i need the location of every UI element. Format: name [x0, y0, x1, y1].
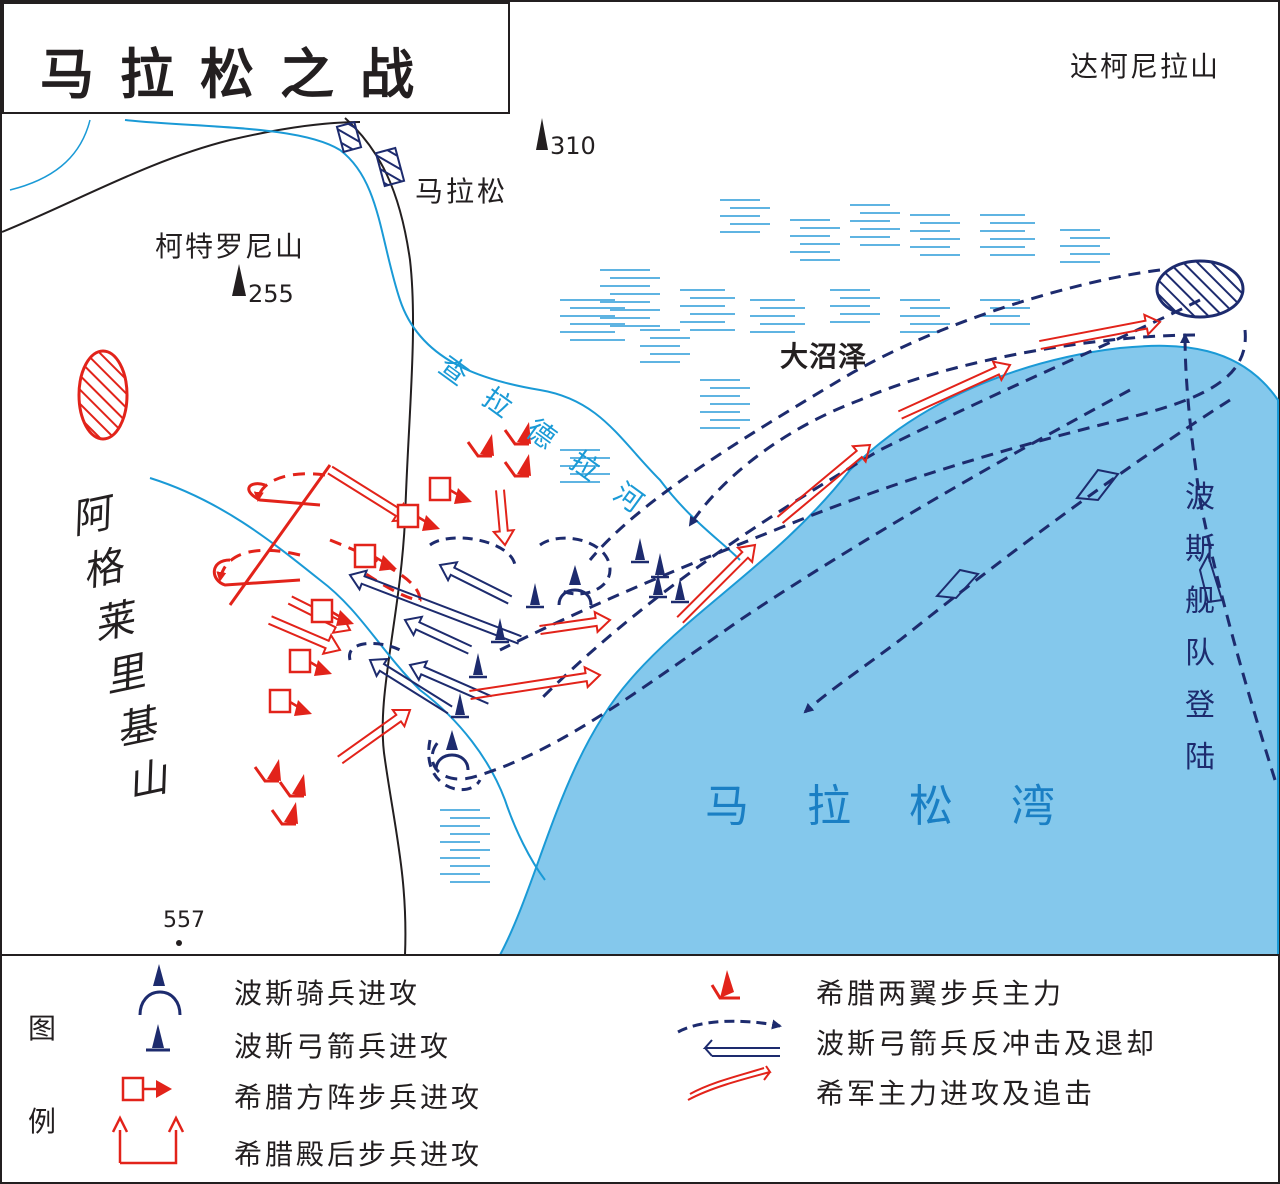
persian-ship-1	[1075, 468, 1120, 502]
persian-archer-unit	[631, 538, 649, 564]
legend-greek-wings: 希腊两翼步兵主力	[816, 977, 1065, 1010]
label-fleet-landing: 波斯舰队登陆	[1185, 480, 1215, 775]
peak-310-icon	[536, 118, 548, 150]
persian-ship-3	[1198, 552, 1224, 604]
persian-cavalry-unit	[557, 565, 593, 606]
greek-advance-arrow	[1039, 313, 1162, 350]
persian-retreat-arrow	[438, 561, 513, 605]
marsh-lines	[440, 199, 1110, 883]
greek-wing-unit	[270, 802, 298, 826]
label-great-marsh: 大沼泽	[780, 340, 868, 373]
marathon-hatch-1	[335, 120, 363, 154]
persian-ship-2	[934, 568, 980, 600]
greek-phalanx-unit	[428, 476, 472, 504]
greek-wing-unit	[466, 434, 494, 458]
label-kotroni: 柯特罗尼山	[155, 230, 306, 263]
legend-greek-main-attack: 希军主力进攻及追击	[816, 1077, 1096, 1110]
label-bay: 马拉松湾	[705, 781, 1113, 832]
greek-advance-arrow	[676, 543, 757, 624]
greek-phalanx-unit	[396, 503, 440, 531]
greek-phalanx-units	[268, 476, 472, 716]
persian-archer-unit	[491, 618, 509, 644]
greek-wing-unit	[253, 759, 281, 783]
persian-archer-unit	[671, 578, 689, 604]
persian-cavalry-unit	[434, 730, 470, 771]
road-main	[344, 117, 415, 956]
persian-outline-arrows	[348, 561, 522, 715]
greek-wing-unit	[503, 422, 531, 446]
greek-phalanx-unit	[288, 648, 332, 676]
greek-camp-hatched	[77, 349, 129, 441]
greek-wing-unit	[503, 454, 531, 478]
greek-advance-arrow	[469, 665, 602, 700]
legend-persian-archers: 波斯弓箭兵进攻	[234, 1030, 452, 1063]
legend-heading-bottom: 例	[28, 1105, 60, 1138]
label-dakenila: 达柯尼拉山	[1070, 50, 1221, 83]
greek-rearguard-frame	[212, 464, 332, 606]
road-north	[1, 121, 361, 233]
legend-persian-cavalry: 波斯骑兵进攻	[234, 977, 421, 1010]
persian-camp-hatched	[1155, 259, 1245, 319]
greek-advance-arrow	[337, 709, 412, 765]
marathon-hatch-2	[374, 146, 406, 188]
persian-archer-unit	[469, 653, 487, 679]
greek-phalanx-unit	[268, 688, 312, 716]
title-box: 马拉松之战	[2, 2, 510, 114]
greek-advance-arrow	[268, 615, 342, 656]
greek-outline-arrows	[268, 313, 1162, 765]
label-peak-310: 310	[550, 132, 596, 160]
persian-units	[434, 538, 689, 771]
persian-retreat-arrow	[403, 615, 473, 655]
greek-wing-units	[253, 422, 531, 826]
persian-archer-unit	[526, 583, 544, 609]
river-south	[149, 477, 546, 881]
legend-persian-counter: 波斯弓箭兵反冲击及退却	[816, 1027, 1158, 1060]
river-creek-nw	[9, 119, 91, 191]
greek-advance-arrow	[539, 610, 612, 635]
persian-retreat-arrow	[368, 657, 453, 715]
legend-heading-top: 图	[28, 1012, 60, 1045]
map-title: 马拉松之战	[40, 43, 440, 106]
label-marathon-town: 马拉松	[415, 175, 509, 208]
greek-phalanx-unit	[310, 598, 354, 626]
persian-archer-unit	[651, 553, 669, 579]
persian-cavalry-loops	[348, 536, 612, 792]
legend-greek-rearguard: 希腊殿后步兵进攻	[234, 1138, 483, 1171]
persian-retreat-arrow	[408, 660, 493, 705]
persian-retreat-arrow	[348, 569, 522, 645]
legend-icons	[111, 964, 782, 1165]
peak-557-icon	[176, 940, 182, 946]
persian-archer-unit	[649, 573, 667, 599]
label-peak-255: 255	[248, 280, 294, 308]
persian-archer-unit	[451, 693, 469, 719]
label-peak-557: 557	[163, 908, 205, 933]
greek-wing-unit	[278, 774, 306, 798]
peak-255-icon	[232, 264, 246, 296]
greek-advance-arrow	[491, 489, 516, 547]
greek-advance-arrow	[897, 360, 1012, 420]
greek-advance-arrow	[776, 443, 872, 524]
legend-greek-phalanx: 希腊方阵步兵进攻	[234, 1081, 483, 1114]
persian-dashed-routes	[430, 268, 1277, 781]
greek-phalanx-unit	[353, 543, 397, 571]
river-charadra	[124, 119, 741, 561]
